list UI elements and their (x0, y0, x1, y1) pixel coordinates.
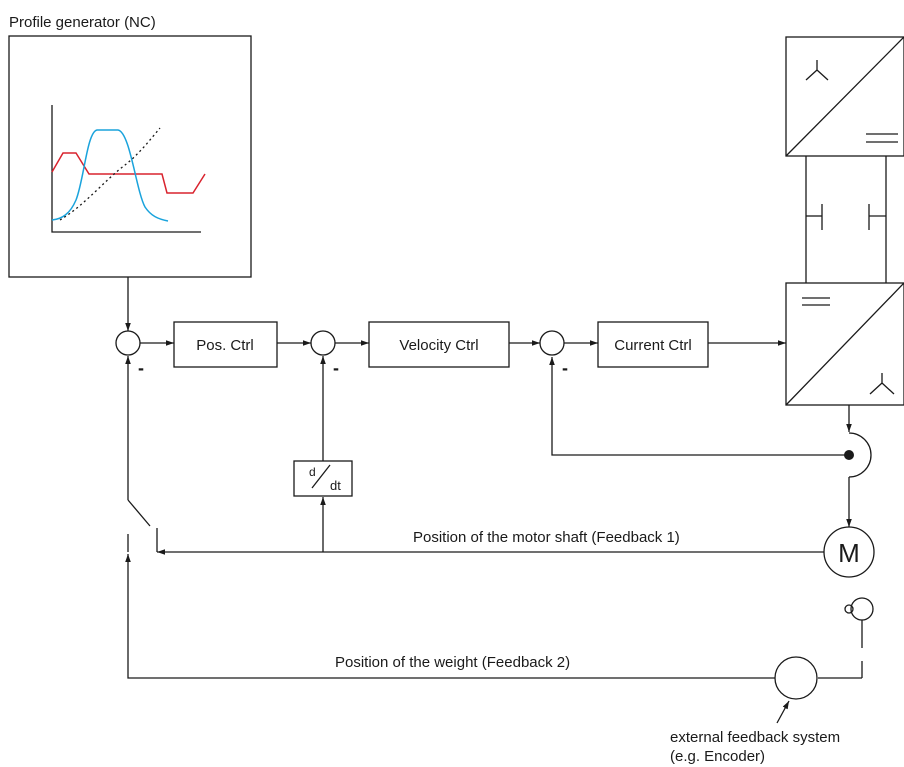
dc-link (805, 156, 887, 283)
derivative-numerator: d (309, 465, 316, 479)
rectifier-block (785, 36, 904, 157)
blue-profile-curve (51, 129, 169, 222)
sum-junction-position (115, 330, 141, 356)
profile-generator-box (8, 35, 252, 278)
motor-label: M (838, 538, 860, 568)
external-feedback-example: (e.g. Encoder) (670, 748, 765, 765)
dc-symbol-icon (866, 133, 898, 143)
sum-junction-velocity (310, 330, 336, 356)
velocity-ctrl-block (368, 321, 510, 368)
motor-encoder-small (844, 604, 854, 614)
minus-sign-1: - (138, 358, 144, 378)
sum-junction-current (539, 330, 565, 356)
pos-ctrl-label: Pos. Ctrl (196, 337, 254, 354)
pos-ctrl-block (173, 321, 278, 368)
velocity-ctrl-label: Velocity Ctrl (399, 337, 478, 354)
ac-symbol-icon-2 (869, 373, 895, 395)
profile-generator-title: Profile generator (NC) (9, 14, 156, 31)
minus-sign-2: - (333, 358, 339, 378)
feedback-switch (125, 356, 158, 552)
external-encoder (774, 656, 818, 700)
feedback-1-label: Position of the motor shaft (Feedback 1) (413, 529, 680, 546)
red-profile-curve (51, 152, 206, 194)
inverter-block (785, 282, 904, 406)
feedback-2-label: Position of the weight (Feedback 2) (335, 654, 570, 671)
external-feedback-label: external feedback system (670, 729, 840, 746)
derivative-denominator: dt (330, 478, 341, 493)
derivative-block (293, 460, 353, 497)
current-sensor-icon (848, 432, 872, 478)
dotted-profile-curve (59, 127, 161, 221)
minus-sign-3: - (562, 358, 568, 378)
profile-chart (51, 105, 206, 233)
ac-symbol-icon (805, 60, 829, 81)
chart-axes (51, 105, 201, 233)
dc-symbol-icon-2 (802, 297, 830, 306)
current-ctrl-block (597, 321, 709, 368)
motor-encoder (850, 597, 874, 621)
current-ctrl-label: Current Ctrl (614, 337, 692, 354)
